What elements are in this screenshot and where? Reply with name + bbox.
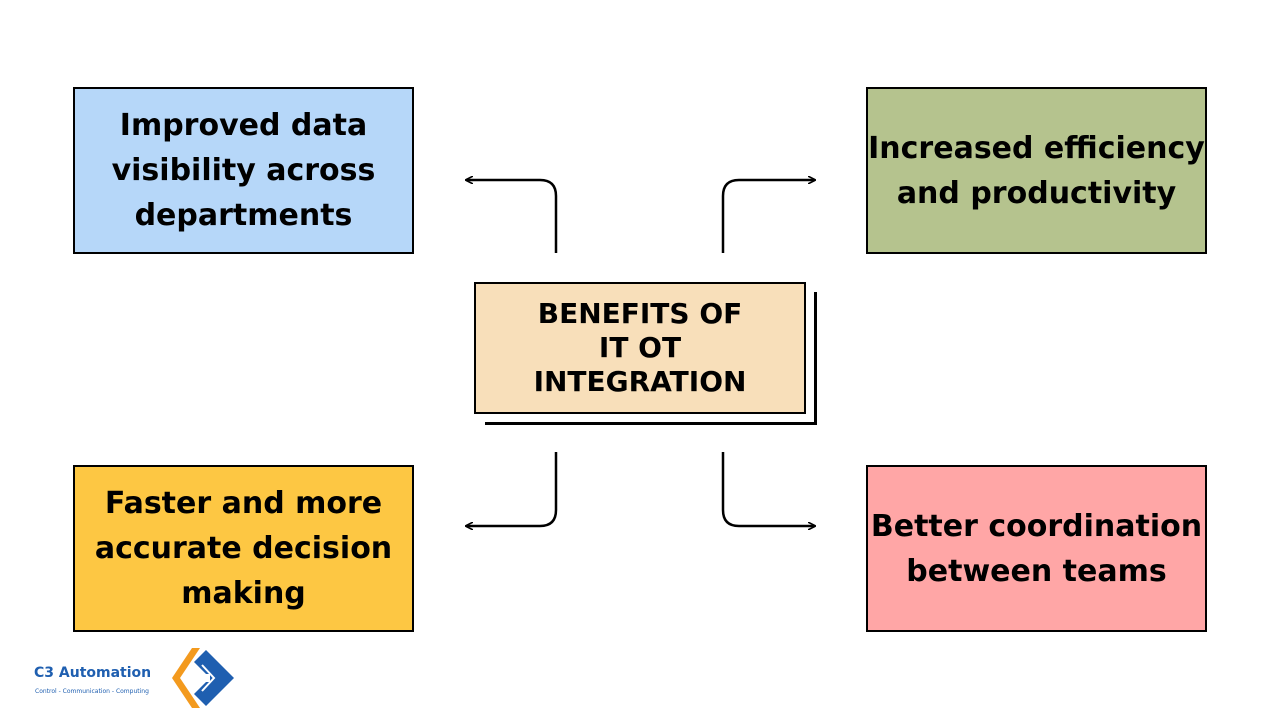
center-title: BENEFITS OF IT OT INTEGRATION xyxy=(533,297,747,398)
arrow-to-top-left xyxy=(466,180,558,253)
benefit-box-data-visibility: Improved data visibility across departme… xyxy=(73,87,414,254)
center-box: BENEFITS OF IT OT INTEGRATION xyxy=(474,282,806,414)
arrow-to-bottom-left xyxy=(466,452,558,526)
brand-tagline: Control - Communication - Computing xyxy=(35,688,149,695)
benefit-label: Better coordination between teams xyxy=(870,508,1203,589)
arrow-to-bottom-right xyxy=(721,452,815,526)
company-logo: C3 Automation Control - Communication - … xyxy=(34,645,244,711)
benefit-label: Faster and more accurate decision making xyxy=(94,486,393,611)
center-box-shadow xyxy=(485,292,817,425)
benefit-box-efficiency: Increased efficiency and productivity xyxy=(866,87,1207,254)
benefit-box-coordination: Better coordination between teams xyxy=(866,465,1207,632)
logo-mark-icon xyxy=(172,648,234,708)
benefit-box-decision-making: Faster and more accurate decision making xyxy=(73,465,414,632)
benefit-label: Improved data visibility across departme… xyxy=(111,108,376,233)
benefit-label: Increased efficiency and productivity xyxy=(868,130,1205,211)
arrow-to-top-right xyxy=(721,180,815,253)
brand-name: C3 Automation xyxy=(34,665,152,681)
